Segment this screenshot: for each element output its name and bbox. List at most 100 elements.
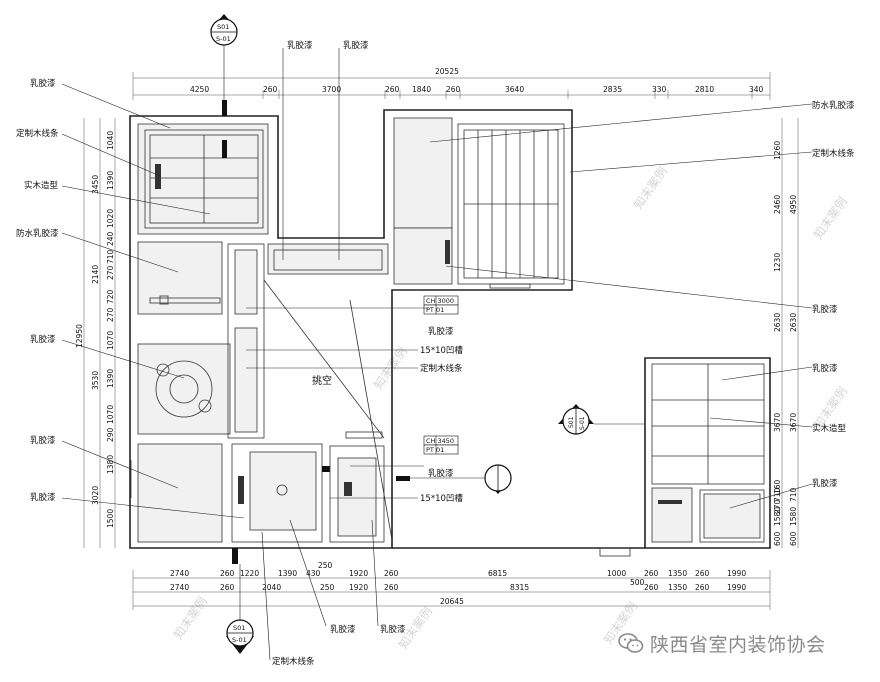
void-area bbox=[263, 279, 393, 541]
dim-top: 1840 bbox=[412, 85, 431, 94]
label-latex-paint: 乳胶漆 bbox=[428, 326, 454, 337]
ceiling-height-tag: CH 3000 PT 01 bbox=[423, 295, 459, 315]
section-marker-bottom: S01 S-01 bbox=[226, 564, 254, 654]
bottom-dimensions: 250 2740 260 1220 1390 430 1920 260 6815… bbox=[132, 561, 771, 610]
footer-text: 陕西省室内装饰协会 bbox=[650, 633, 826, 656]
label-groove: 15*10凹槽 bbox=[420, 493, 463, 504]
label-latex-paint: 乳胶漆 bbox=[30, 78, 56, 89]
section-num: S01 bbox=[217, 23, 229, 31]
label-groove: 15*10凹槽 bbox=[420, 345, 463, 356]
dim-bottom1: 260 bbox=[220, 569, 235, 578]
watermarks: 知末案例 知末案例 知末案例 知末案例 知末案例 知末案例 知末案例 bbox=[170, 164, 850, 652]
dim-bottom1: 1920 bbox=[349, 569, 368, 578]
dim-right2: 600 bbox=[789, 531, 798, 546]
dim-left1: 710 bbox=[106, 249, 115, 264]
dim-left-total: 12950 bbox=[75, 324, 84, 348]
label-latex-paint: 乳胶漆 bbox=[30, 435, 56, 446]
watermark: 知末案例 bbox=[810, 194, 850, 242]
dim-right1: 270 bbox=[773, 499, 782, 514]
dim-right1: 1260 bbox=[773, 141, 782, 160]
dim-left1: 1070 bbox=[106, 331, 115, 350]
dim-left2: 3020 bbox=[91, 486, 100, 505]
dim-top: 340 bbox=[749, 85, 764, 94]
dim-bottom1: 1220 bbox=[240, 569, 259, 578]
tag-pt: PT 01 bbox=[426, 446, 444, 454]
watermark: 知末案例 bbox=[630, 164, 670, 212]
leader-lines bbox=[61, 48, 813, 661]
label-latex-paint: 乳胶漆 bbox=[428, 468, 454, 479]
section-sub: S-01 bbox=[232, 636, 247, 644]
dim-bottom1: 1000 bbox=[607, 569, 626, 578]
dim-bottom2: 260 bbox=[220, 583, 235, 592]
label-latex-paint: 乳胶漆 bbox=[330, 624, 356, 635]
dim-bottom2: 2040 bbox=[262, 583, 281, 592]
ceiling-height-tag: CH 3450 PT 01 bbox=[423, 435, 459, 455]
label-latex-paint: 乳胶漆 bbox=[812, 304, 838, 315]
section-sub: S-01 bbox=[216, 35, 231, 43]
footer: 陕西省室内装饰协会 bbox=[618, 628, 826, 658]
label-custom-wood-strip: 定制木线条 bbox=[420, 363, 463, 374]
inner-strips bbox=[227, 243, 389, 439]
dim-total-bottom: 20645 bbox=[440, 597, 464, 606]
left-dimensions: 12950 3450 2140 3530 3020 1040 1390 1020… bbox=[75, 118, 116, 548]
watermark: 知末案例 bbox=[170, 594, 210, 642]
right-dimensions: 1260 2460 1230 2630 3670 710 1580 160 60… bbox=[773, 118, 799, 548]
room-left-4 bbox=[130, 443, 223, 543]
label-latex-paint: 乳胶漆 bbox=[30, 492, 56, 503]
section-marker-mid bbox=[410, 464, 512, 494]
label-void: 挑空 bbox=[312, 374, 332, 387]
outer-walls bbox=[129, 109, 771, 557]
tag-ch: CH 3450 bbox=[426, 437, 454, 445]
label-latex-paint: 乳胶漆 bbox=[380, 624, 406, 635]
dim-right1: 1230 bbox=[773, 253, 782, 272]
dim-bottom1: 260 bbox=[644, 569, 659, 578]
section-marker-top: S01 S-01 bbox=[210, 14, 238, 100]
dim-bottom1: 500 bbox=[630, 578, 645, 587]
section-marker-mid-right: S01 S-01 bbox=[558, 404, 645, 435]
tag-pt: PT 01 bbox=[426, 306, 444, 314]
dim-left1: 720 bbox=[106, 289, 115, 304]
label-solid-wood: 实木造型 bbox=[812, 423, 847, 434]
dim-bottom1: 260 bbox=[695, 569, 710, 578]
section-num: S01 bbox=[233, 624, 245, 632]
dim-right1: 600 bbox=[773, 531, 782, 546]
dim-right1: 160 bbox=[773, 479, 782, 494]
dim-top: 260 bbox=[263, 85, 278, 94]
label-latex-paint: 乳胶漆 bbox=[812, 363, 838, 374]
dim-left2: 3450 bbox=[91, 175, 100, 194]
dim-bottom2: 8315 bbox=[510, 583, 529, 592]
dim-bottom2: 260 bbox=[644, 583, 659, 592]
label-latex-paint: 乳胶漆 bbox=[287, 40, 313, 51]
dim-top: 2835 bbox=[603, 85, 622, 94]
dim-bottom1: 1350 bbox=[668, 569, 687, 578]
dim-right1: 3670 bbox=[773, 413, 782, 432]
dim-bottom1: 1990 bbox=[727, 569, 746, 578]
dim-bottom1: 6815 bbox=[488, 569, 507, 578]
dim-left1: 1390 bbox=[106, 369, 115, 388]
dim-bottom2: 250 bbox=[320, 583, 335, 592]
dim-bottom2: 1920 bbox=[349, 583, 368, 592]
material-labels: 乳胶漆 定制木线条 实木造型 防水乳胶漆 乳胶漆 乳胶漆 乳胶漆 乳胶漆 乳胶漆… bbox=[16, 40, 855, 667]
dim-left1: 240 bbox=[106, 231, 115, 246]
label-latex-paint: 乳胶漆 bbox=[30, 334, 56, 345]
dim-bottom2: 260 bbox=[384, 583, 399, 592]
dim-bottom2: 260 bbox=[695, 583, 710, 592]
section-num: S01 bbox=[568, 416, 575, 428]
dim-top: 4250 bbox=[190, 85, 209, 94]
dim-right1: 1580 bbox=[773, 507, 782, 526]
wechat-icon bbox=[618, 633, 644, 653]
label-latex-paint: 乳胶漆 bbox=[812, 478, 838, 489]
dim-bottom2: 2740 bbox=[170, 583, 189, 592]
dim-left1: 1020 bbox=[106, 209, 115, 228]
dim-left1: 270 bbox=[106, 307, 115, 322]
dim-right2: 3670 bbox=[789, 413, 798, 432]
dim-bottom-mid: 250 bbox=[318, 561, 333, 570]
dim-right1: 710 bbox=[773, 487, 782, 502]
dim-top: 3640 bbox=[505, 85, 524, 94]
dim-left1: 290 bbox=[106, 427, 115, 442]
dim-right1: 2460 bbox=[773, 195, 782, 214]
room-right-cabinet bbox=[651, 363, 765, 543]
label-custom-wood-strip: 定制木线条 bbox=[812, 148, 855, 159]
dim-left1: 270 bbox=[106, 265, 115, 280]
